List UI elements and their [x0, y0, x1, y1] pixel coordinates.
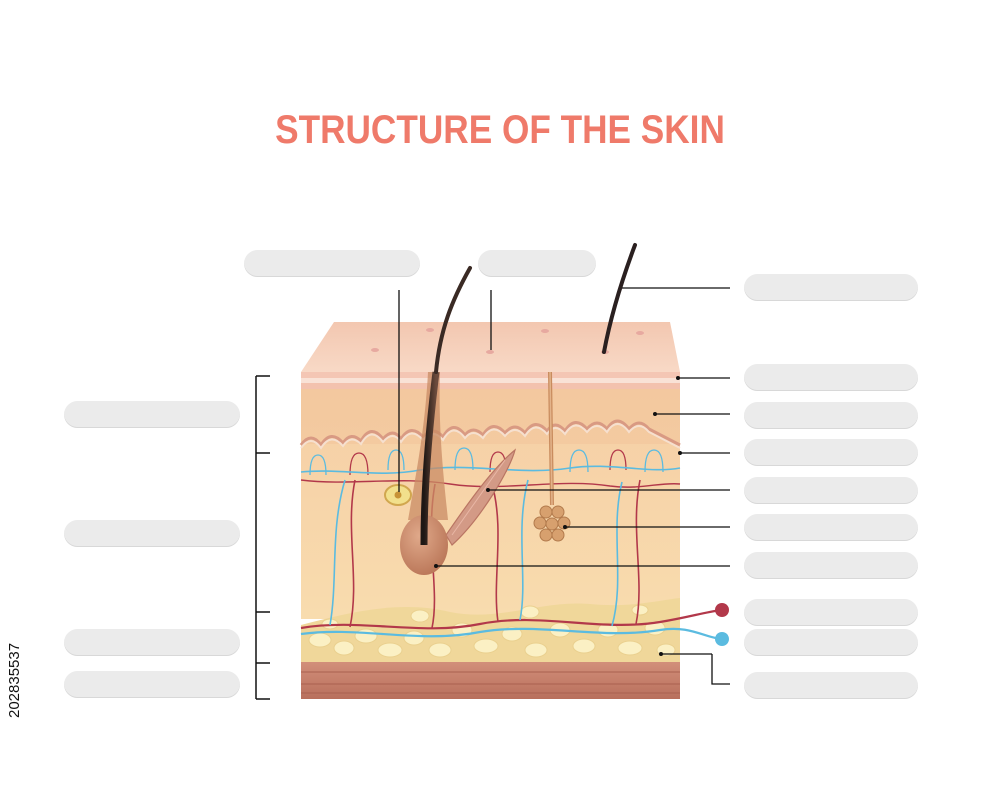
muscle-layer — [301, 662, 680, 699]
label-box-right-2[interactable] — [744, 364, 918, 391]
label-box-left-epidermis[interactable] — [64, 401, 240, 428]
hair-follicle — [400, 371, 448, 575]
label-box-top-center[interactable] — [478, 250, 596, 277]
label-box-left-muscle[interactable] — [64, 671, 240, 698]
label-box-right-9[interactable] — [744, 629, 918, 656]
stock-id-text: 202835537 — [6, 642, 23, 718]
artery-marker — [715, 603, 729, 617]
label-box-right-6[interactable] — [744, 514, 918, 541]
arrector-pili-muscle — [445, 448, 517, 546]
hair-shaft-2 — [602, 243, 637, 354]
label-box-right-1[interactable] — [744, 274, 918, 301]
label-box-left-dermis[interactable] — [64, 520, 240, 547]
layer-brackets — [255, 375, 270, 700]
label-box-right-7[interactable] — [744, 552, 918, 579]
hair-shaft-1 — [434, 266, 472, 374]
label-box-right-10[interactable] — [744, 672, 918, 699]
leader-dots — [434, 376, 682, 656]
epidermis-layer — [301, 372, 680, 389]
label-box-right-4[interactable] — [744, 439, 918, 466]
stock-id: 202835537 — [2, 568, 28, 718]
leader-lines — [398, 287, 730, 685]
label-box-right-5[interactable] — [744, 477, 918, 504]
hypodermis-layer — [301, 598, 680, 662]
sweat-gland — [533, 371, 571, 542]
vein-marker — [715, 632, 729, 646]
label-box-right-3[interactable] — [744, 402, 918, 429]
sebaceous-gland — [384, 484, 412, 506]
label-box-top-left[interactable] — [244, 250, 420, 277]
label-box-left-hypodermis[interactable] — [64, 629, 240, 656]
dermis-layer — [299, 389, 681, 619]
page-title: STRUCTURE OF THE SKIN — [275, 108, 725, 152]
label-box-right-8[interactable] — [744, 599, 918, 626]
